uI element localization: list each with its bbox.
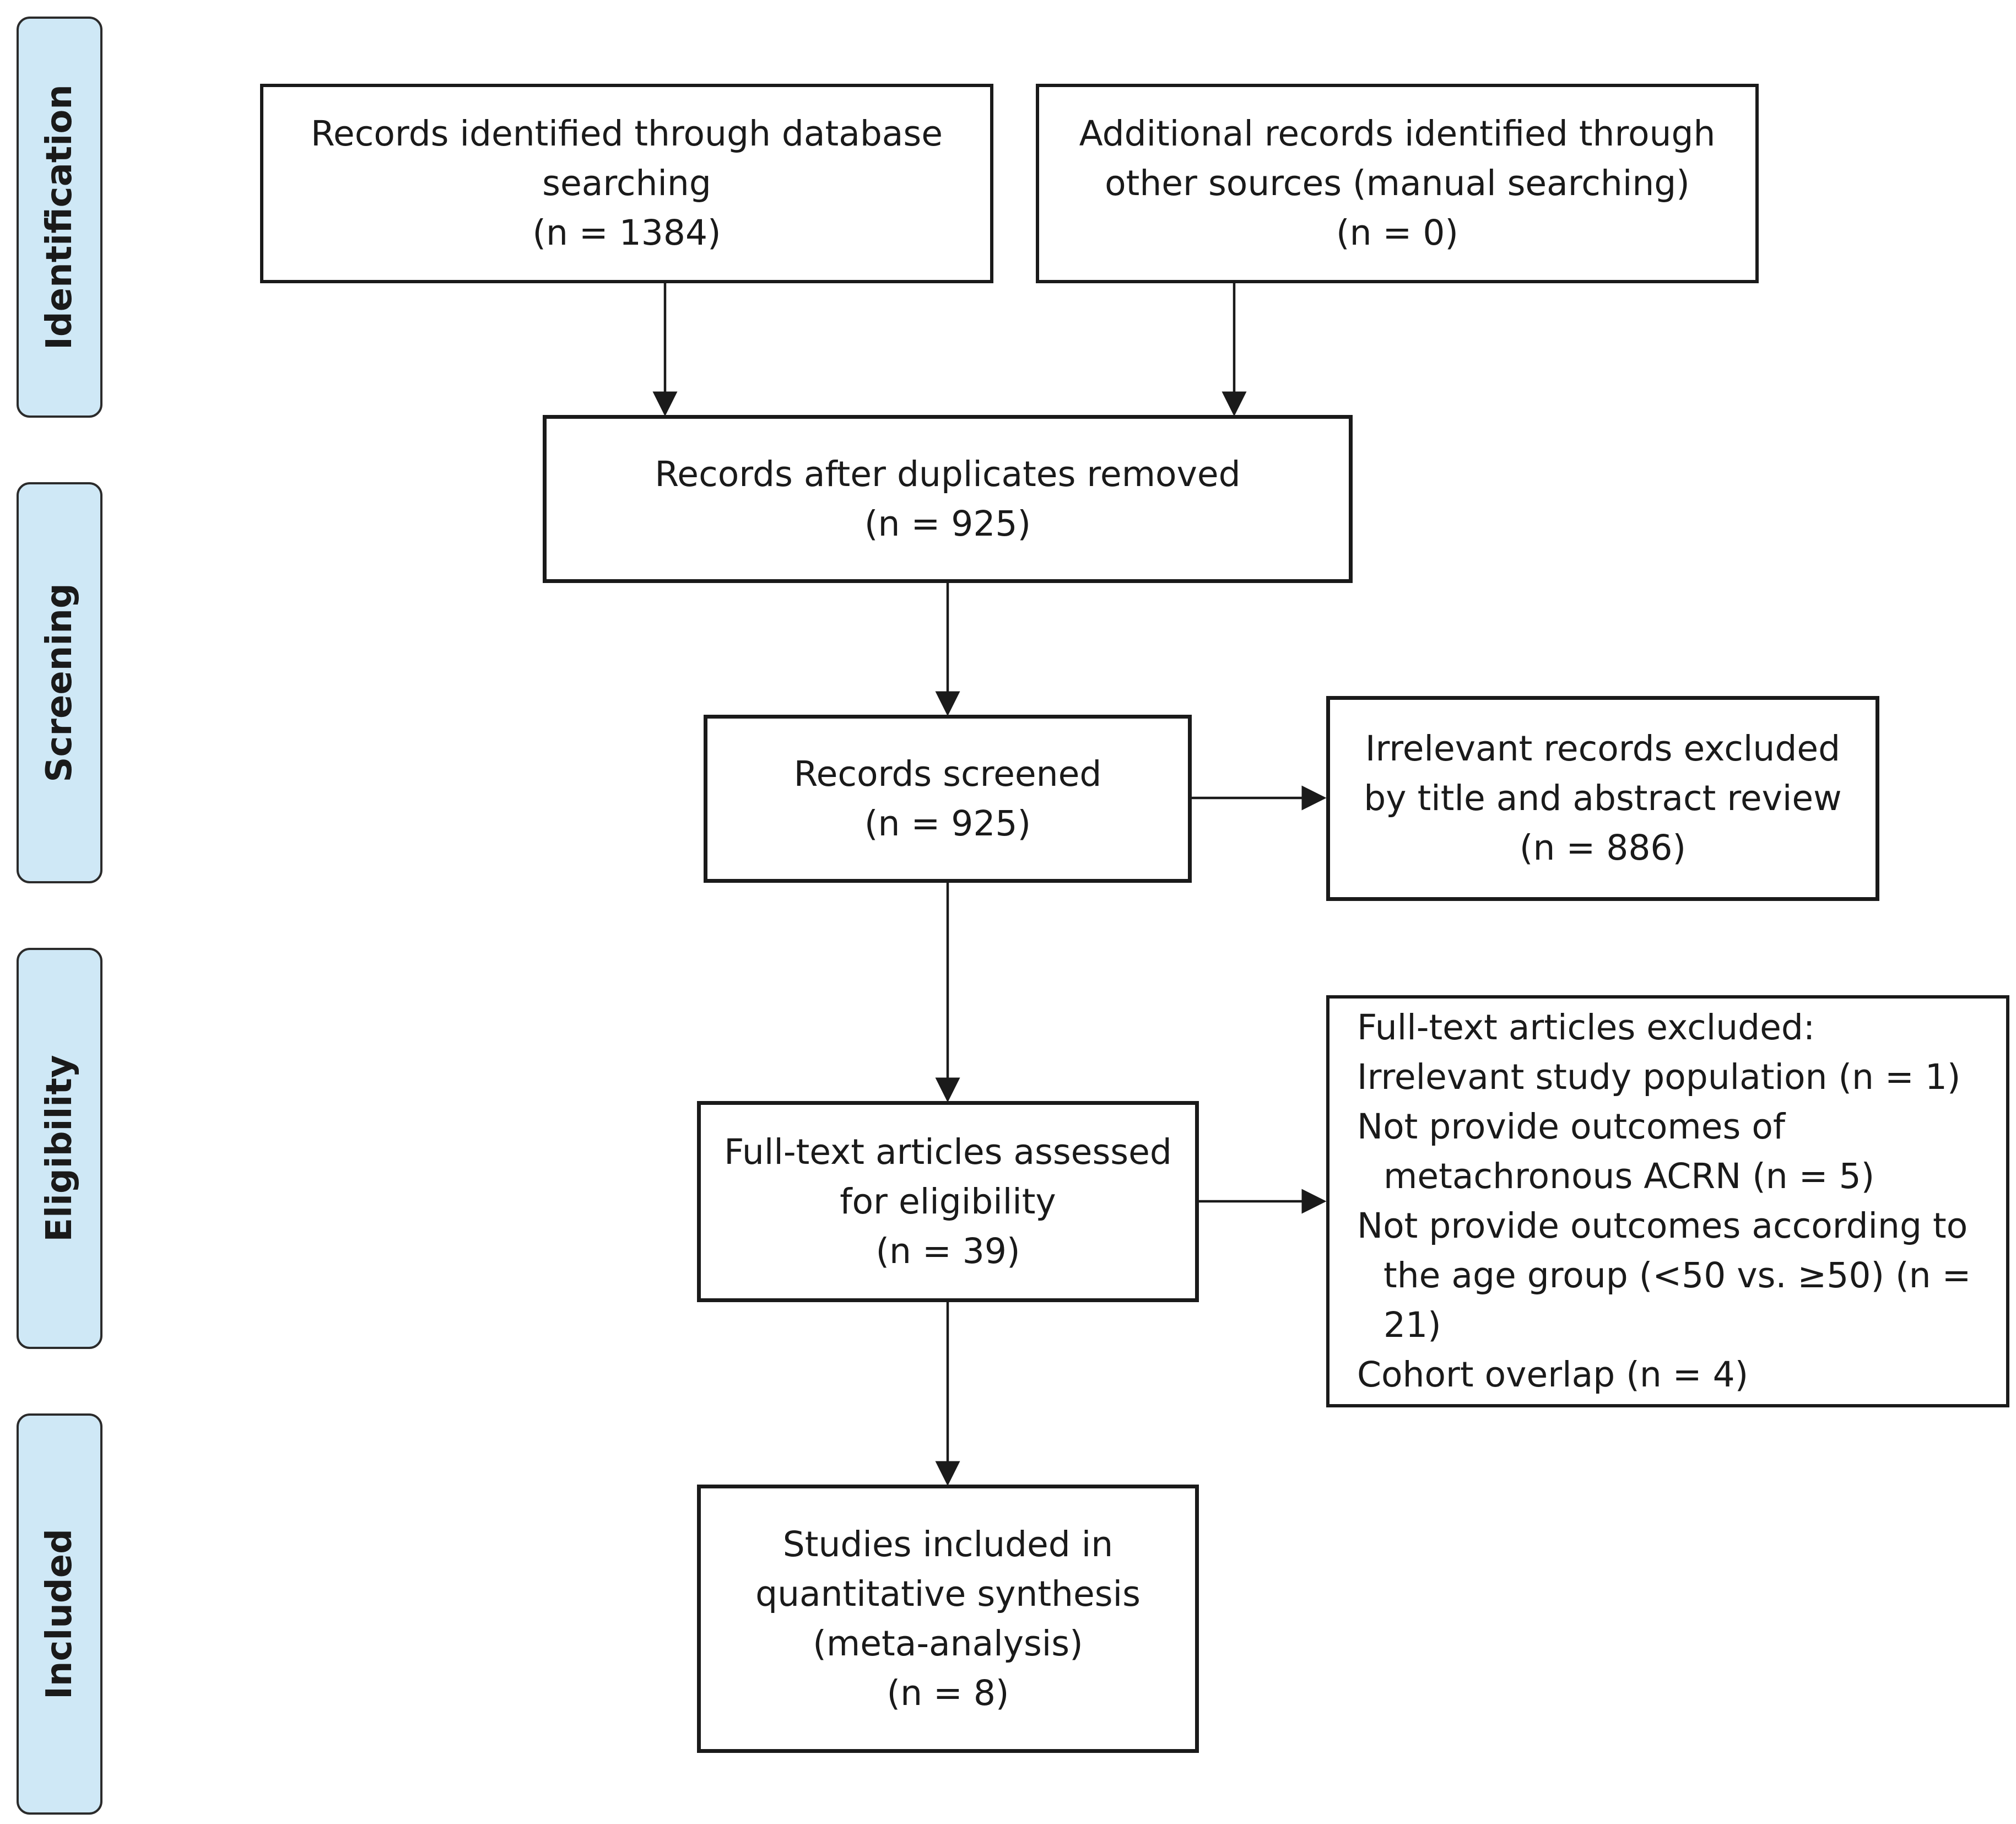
other-sources-line1: Additional records identified through [1079, 114, 1716, 154]
after-duplicates-count: (n = 925) [864, 503, 1031, 544]
database-line2: searching [542, 163, 711, 203]
fulltext-excluded-reason3-line1: Not provide outcomes according to [1357, 1206, 1968, 1246]
fulltext-line2: for eligibility [840, 1181, 1056, 1222]
included-line3: (meta-analysis) [813, 1623, 1083, 1664]
fulltext-count: (n = 39) [875, 1231, 1020, 1271]
fulltext-excluded-heading: Full-text articles excluded: [1357, 1007, 1815, 1048]
phase-included: Included [17, 1413, 102, 1815]
box-fulltext-assessed: Full-text articles assessed for eligibil… [697, 1101, 1199, 1302]
phase-screening: Screening [17, 482, 102, 883]
database-count: (n = 1384) [532, 213, 721, 253]
fulltext-excluded-reason3-line2: the age group (<50 vs. ≥50) (n = 21) [1383, 1255, 1971, 1345]
box-fulltext-excluded: Full-text articles excluded: Irrelevant … [1326, 995, 2009, 1407]
other-sources-line2: other sources (manual searching) [1105, 163, 1690, 203]
excluded-title-line1: Irrelevant records excluded [1365, 728, 1841, 769]
database-line1: Records identified through database [310, 114, 943, 154]
fulltext-excluded-reason4: Cohort overlap (n = 4) [1357, 1354, 1749, 1395]
included-count: (n = 8) [887, 1672, 1009, 1713]
phase-identification: Identification [17, 17, 102, 418]
box-after-duplicates: Records after duplicates removed (n = 92… [543, 415, 1353, 583]
box-other-sources: Additional records identified through ot… [1036, 84, 1759, 283]
included-line1: Studies included in [782, 1524, 1114, 1564]
screened-count: (n = 925) [864, 803, 1031, 844]
excluded-title-count: (n = 886) [1519, 828, 1687, 868]
included-line2: quantitative synthesis [755, 1573, 1141, 1614]
fulltext-excluded-reason1: Irrelevant study population (n = 1) [1357, 1057, 1961, 1097]
box-excluded-title-abstract: Irrelevant records excluded by title and… [1326, 696, 1879, 901]
excluded-title-line2: by title and abstract review [1364, 778, 1842, 818]
fulltext-excluded-reason2-line2: metachronous ACRN (n = 5) [1383, 1156, 1875, 1196]
box-studies-included: Studies included in quantitative synthes… [697, 1485, 1199, 1753]
after-duplicates-line1: Records after duplicates removed [655, 454, 1241, 494]
fulltext-excluded-reason2-line1: Not provide outcomes of [1357, 1107, 1786, 1147]
other-sources-count: (n = 0) [1336, 213, 1458, 253]
box-records-screened: Records screened (n = 925) [704, 715, 1192, 883]
screened-line1: Records screened [793, 753, 1102, 794]
phase-eligibility: Eligibility [17, 948, 102, 1349]
fulltext-line1: Full-text articles assessed [724, 1131, 1172, 1172]
box-database-records: Records identified through database sear… [260, 84, 993, 283]
